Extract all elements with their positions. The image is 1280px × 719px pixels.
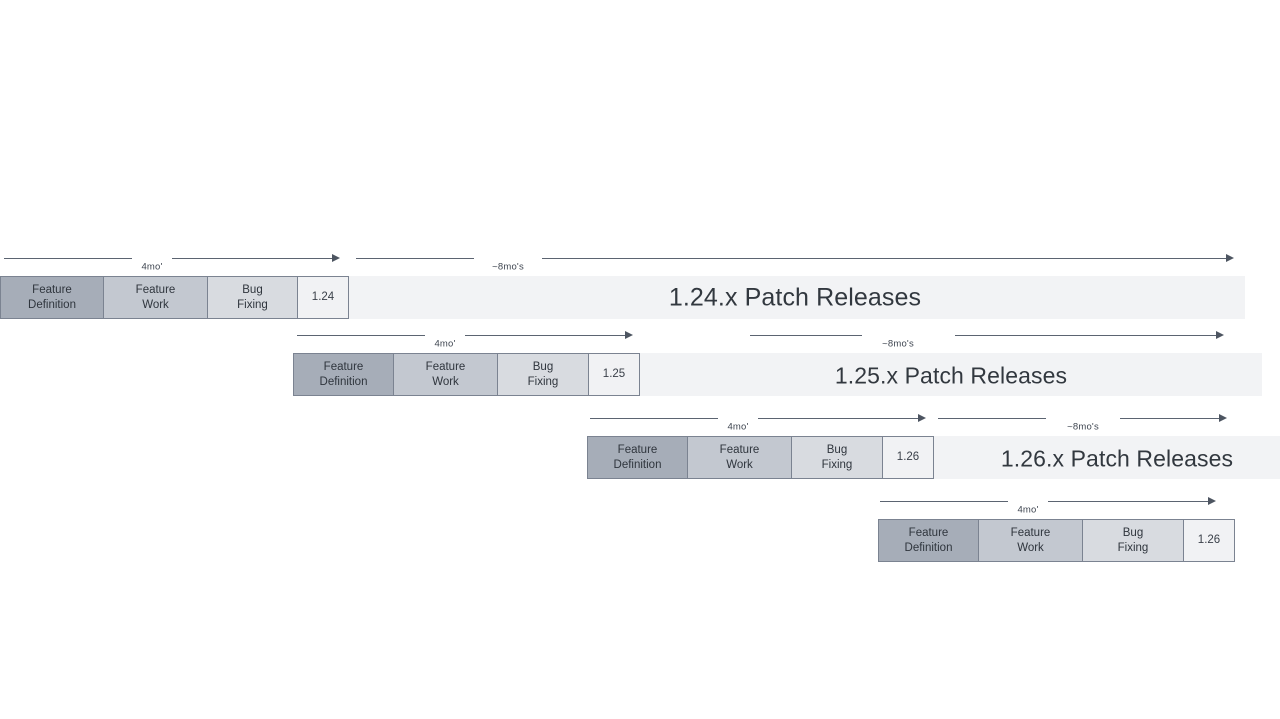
patch-duration-arrow-head-1-26 <box>1219 414 1227 422</box>
dev-duration-arrow-line-left-1-26 <box>590 418 718 419</box>
version-label: 1.26 <box>896 451 920 464</box>
phase-label-line-1: Bug <box>1122 527 1144 540</box>
phase-label-line-2: Work <box>142 298 169 311</box>
phase-label-line-2: Definition <box>28 298 76 311</box>
patch-release-band-1-26 <box>928 436 1280 479</box>
phase-track-1-25: Feature Definition Feature Work Bug Fixi… <box>293 353 640 396</box>
phase-label-line-1: Feature <box>425 361 466 374</box>
phase-box-feature-definition-1-26-next[interactable]: Feature Definition <box>878 519 979 562</box>
phase-box-version-1-26-next[interactable]: 1.26 <box>1183 519 1235 562</box>
phase-box-feature-work-1-26-next[interactable]: Feature Work <box>978 519 1083 562</box>
patch-duration-arrow-head-1-24 <box>1226 254 1234 262</box>
phase-box-feature-definition-1-25[interactable]: Feature Definition <box>293 353 394 396</box>
phase-label-line-1: Feature <box>617 444 658 457</box>
phase-label-line-2: Fixing <box>1117 541 1149 554</box>
phase-label-line-2: Work <box>1017 541 1044 554</box>
version-label: 1.26 <box>1197 534 1221 547</box>
patch-duration-arrow-head-1-25 <box>1216 331 1224 339</box>
patch-release-band-label-1-24: 1.24.x Patch Releases <box>668 283 922 312</box>
patch-release-band-1-25 <box>633 353 1262 396</box>
version-label: 1.25 <box>602 368 626 381</box>
patch-duration-arrow-line-left-1-25 <box>750 335 862 336</box>
dev-duration-arrow-head-1-26-next <box>1208 497 1216 505</box>
dev-duration-arrow-label-1-24: 4mo' <box>141 261 163 273</box>
phase-track-1-26: Feature Definition Feature Work Bug Fixi… <box>587 436 934 479</box>
phase-label-line-1: Feature <box>1010 527 1051 540</box>
phase-label-line-1: Feature <box>135 284 176 297</box>
patch-duration-arrow-label-1-26: ~8mo's <box>1067 421 1099 433</box>
patch-duration-arrow-line-left-1-24 <box>356 258 474 259</box>
dev-duration-arrow-line-right-1-26 <box>758 418 918 419</box>
phase-label-line-2: Definition <box>613 458 662 471</box>
phase-label-line-2: Work <box>726 458 753 471</box>
dev-duration-arrow-line-right-1-24 <box>172 258 332 259</box>
patch-duration-arrow-label-1-24: ~8mo's <box>492 261 524 273</box>
phase-box-bug-fixing-1-26-next[interactable]: Bug Fixing <box>1082 519 1184 562</box>
phase-box-version-1-24[interactable]: 1.24 <box>297 276 349 319</box>
dev-duration-arrow-line-right-1-26-next <box>1048 501 1208 502</box>
phase-label-line-2: Fixing <box>527 375 559 388</box>
dev-duration-arrow-label-1-26-next: 4mo' <box>1017 504 1039 516</box>
phase-track-1-24: Feature Definition Feature Work Bug Fixi… <box>0 276 349 319</box>
dev-duration-arrow-line-left-1-25 <box>297 335 425 336</box>
phase-label-line-1: Feature <box>908 527 949 540</box>
version-label: 1.24 <box>311 291 335 304</box>
phase-label-line-2: Fixing <box>237 298 268 311</box>
dev-duration-arrow-label-1-26: 4mo' <box>727 421 749 433</box>
phase-box-bug-fixing-1-25[interactable]: Bug Fixing <box>497 353 589 396</box>
dev-duration-arrow-head-1-24 <box>332 254 340 262</box>
dev-duration-arrow-head-1-25 <box>625 331 633 339</box>
phase-box-feature-definition-1-26[interactable]: Feature Definition <box>587 436 688 479</box>
patch-release-band-1-24 <box>340 276 1245 319</box>
dev-duration-arrow-label-1-25: 4mo' <box>434 338 456 350</box>
phase-label-line-2: Work <box>432 375 459 388</box>
patch-duration-arrow-line-right-1-24 <box>542 258 1228 259</box>
phase-box-bug-fixing-1-26[interactable]: Bug Fixing <box>791 436 883 479</box>
patch-release-band-label-1-26: 1.26.x Patch Releases <box>1000 445 1234 472</box>
phase-label-line-1: Bug <box>242 284 263 297</box>
phase-label-line-2: Definition <box>319 375 368 388</box>
phase-box-feature-definition-1-24[interactable]: Feature Definition <box>0 276 104 319</box>
phase-box-feature-work-1-24[interactable]: Feature Work <box>103 276 208 319</box>
phase-box-version-1-26[interactable]: 1.26 <box>882 436 934 479</box>
patch-release-band-label-1-25: 1.25.x Patch Releases <box>834 362 1068 389</box>
patch-duration-arrow-line-right-1-26 <box>1120 418 1221 419</box>
phase-box-version-1-25[interactable]: 1.25 <box>588 353 640 396</box>
dev-duration-arrow-head-1-26 <box>918 414 926 422</box>
phase-box-feature-work-1-26[interactable]: Feature Work <box>687 436 792 479</box>
phase-label-line-2: Fixing <box>821 458 853 471</box>
phase-label-line-1: Feature <box>719 444 760 457</box>
phase-label-line-1: Bug <box>532 361 554 374</box>
dev-duration-arrow-line-left-1-26-next <box>880 501 1008 502</box>
patch-duration-arrow-line-left-1-26 <box>938 418 1046 419</box>
dev-duration-arrow-line-right-1-25 <box>465 335 625 336</box>
phase-box-feature-work-1-25[interactable]: Feature Work <box>393 353 498 396</box>
patch-duration-arrow-line-right-1-25 <box>955 335 1218 336</box>
patch-duration-arrow-label-1-25: ~8mo's <box>882 338 914 350</box>
phase-track-1-26-next: Feature Definition Feature Work Bug Fixi… <box>878 519 1235 562</box>
dev-duration-arrow-line-left-1-24 <box>4 258 132 259</box>
phase-label-line-1: Bug <box>826 444 848 457</box>
phase-box-bug-fixing-1-24[interactable]: Bug Fixing <box>207 276 298 319</box>
phase-label-line-1: Feature <box>32 284 72 297</box>
phase-label-line-1: Feature <box>323 361 364 374</box>
phase-label-line-2: Definition <box>904 541 953 554</box>
